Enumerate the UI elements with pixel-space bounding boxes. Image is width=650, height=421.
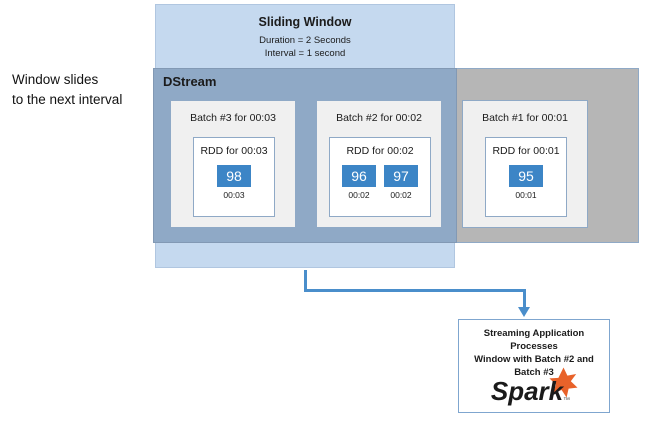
batch-title: Batch #1 for 00:01 <box>482 112 568 124</box>
window-slides-caption: Window slides to the next interval <box>12 72 123 107</box>
connector-arrow-segment-right <box>304 289 526 292</box>
connector-arrow-segment-down-2 <box>523 289 526 310</box>
rdd-cell-row: 96 00:02 97 00:02 <box>330 165 430 200</box>
batch-title: Batch #3 for 00:03 <box>190 112 276 124</box>
rdd-cell-row: 98 00:03 <box>194 165 274 200</box>
rdd-title: RDD for 00:02 <box>346 145 414 157</box>
rdd-cell-timestamp: 00:03 <box>223 190 245 200</box>
rdd-cell-timestamp: 00:02 <box>348 190 370 200</box>
rdd-cell: 98 00:03 <box>217 165 251 200</box>
rdd-box-3: RDD for 00:03 98 00:03 <box>193 137 275 217</box>
rdd-title: RDD for 00:01 <box>492 145 560 157</box>
batch-box-1: Batch #1 for 00:01 RDD for 00:01 95 00:0… <box>462 100 588 228</box>
rdd-cell-timestamp: 00:01 <box>515 190 537 200</box>
batch-box-2: Batch #2 for 00:02 RDD for 00:02 96 00:0… <box>316 100 442 228</box>
batch-title: Batch #2 for 00:02 <box>336 112 422 124</box>
rdd-cell-value: 97 <box>384 165 418 187</box>
rdd-cell-timestamp: 00:02 <box>390 190 412 200</box>
batch-box-3: Batch #3 for 00:03 RDD for 00:03 98 00:0… <box>170 100 296 228</box>
rdd-box-2: RDD for 00:02 96 00:02 97 00:02 <box>329 137 431 217</box>
spark-star-icon <box>549 367 578 398</box>
streaming-application-box: Streaming Application Processes Window w… <box>458 319 610 413</box>
streaming-application-text: Streaming Application Processes Window w… <box>474 328 594 378</box>
sliding-window-title: Sliding Window <box>258 15 352 29</box>
rdd-cell-value: 98 <box>217 165 251 187</box>
rdd-cell-value: 95 <box>509 165 543 187</box>
spark-trademark: ™ <box>563 397 570 404</box>
arrow-head-icon <box>518 307 530 317</box>
dstream-label: DStream <box>163 74 217 89</box>
rdd-cell-row: 95 00:01 <box>486 165 566 200</box>
rdd-cell: 97 00:02 <box>384 165 418 200</box>
connector-arrow-segment-down <box>304 270 307 292</box>
spark-wordmark: Spark <box>491 376 565 406</box>
rdd-box-1: RDD for 00:01 95 00:01 <box>485 137 567 217</box>
rdd-cell: 95 00:01 <box>509 165 543 200</box>
rdd-cell: 96 00:02 <box>342 165 376 200</box>
sliding-window-subtitle: Duration = 2 Seconds Interval = 1 second <box>259 35 351 59</box>
spark-logo: Spark ™ <box>491 367 578 406</box>
rdd-title: RDD for 00:03 <box>200 145 268 157</box>
rdd-cell-value: 96 <box>342 165 376 187</box>
